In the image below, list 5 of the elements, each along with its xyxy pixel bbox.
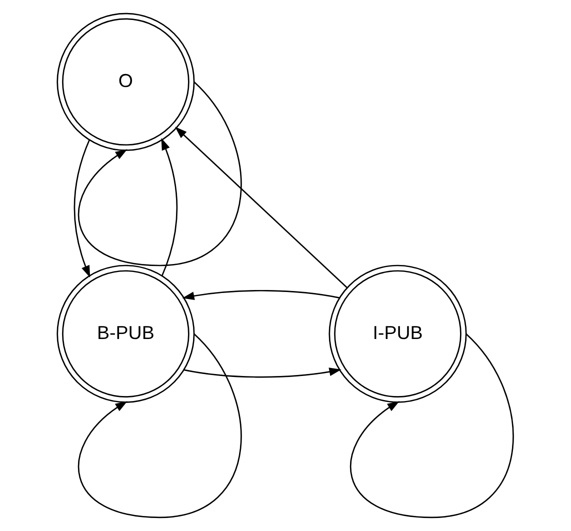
arrow	[182, 290, 340, 300]
arrow	[174, 126, 348, 288]
arrow	[161, 138, 178, 276]
arrow	[184, 368, 342, 378]
arrow	[74, 140, 90, 278]
